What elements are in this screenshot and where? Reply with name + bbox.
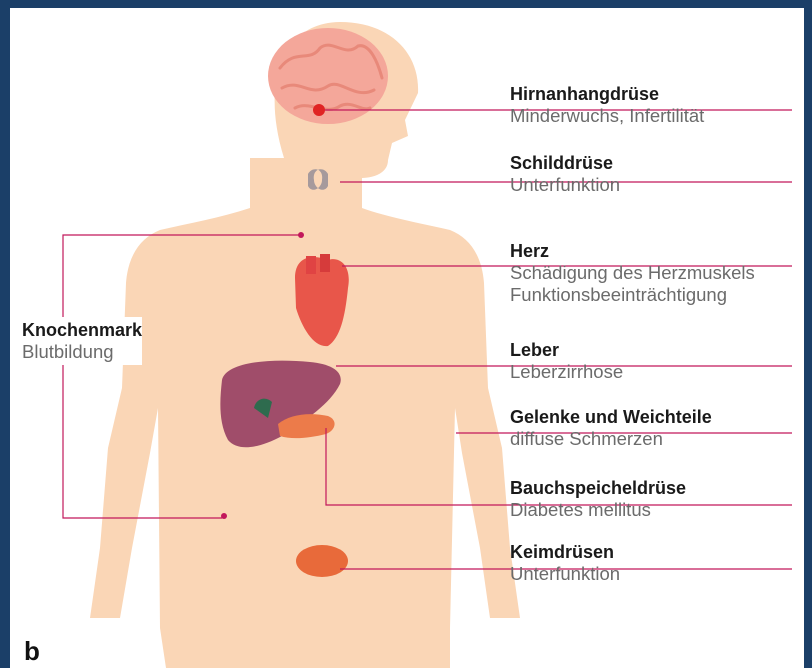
label-heart: Herz Schädigung des Herzmuskels Funktion… [510, 240, 755, 306]
label-pituitary-name: Hirnanhangdrüse [510, 83, 704, 105]
label-heart-name: Herz [510, 240, 755, 262]
label-gonads: Keimdrüsen Unterfunktion [510, 541, 620, 585]
label-thyroid: Schilddrüse Unterfunktion [510, 152, 620, 196]
label-pancreas-desc: Diabetes mellitus [510, 499, 686, 521]
label-joints: Gelenke und Weichteile diffuse Schmerzen [510, 406, 712, 450]
label-pituitary-desc: Minderwuchs, Infertilität [510, 105, 704, 127]
label-pancreas: Bauchspeicheldrüse Diabetes mellitus [510, 477, 686, 521]
label-bone-marrow-name: Knochenmark [22, 319, 142, 341]
label-gonads-desc: Unterfunktion [510, 563, 620, 585]
label-pancreas-name: Bauchspeicheldrüse [510, 477, 686, 499]
label-bone-marrow: Knochenmark Blutbildung [22, 317, 142, 365]
gonads-organ [296, 545, 348, 577]
label-liver-name: Leber [510, 339, 623, 361]
label-thyroid-name: Schilddrüse [510, 152, 620, 174]
panel-letter: b [24, 638, 40, 664]
label-pituitary: Hirnanhangdrüse Minderwuchs, Infertilitä… [510, 83, 704, 127]
label-bone-marrow-desc: Blutbildung [22, 341, 142, 363]
label-joints-desc: diffuse Schmerzen [510, 428, 712, 450]
label-heart-desc-2: Funktionsbeeinträchtigung [510, 284, 755, 306]
label-thyroid-desc: Unterfunktion [510, 174, 620, 196]
label-heart-desc-1: Schädigung des Herzmuskels [510, 262, 755, 284]
figure-panel: Hirnanhangdrüse Minderwuchs, Infertilitä… [10, 8, 804, 668]
pituitary-organ [313, 104, 325, 116]
label-liver: Leber Leberzirrhose [510, 339, 623, 383]
label-joints-name: Gelenke und Weichteile [510, 406, 712, 428]
label-liver-desc: Leberzirrhose [510, 361, 623, 383]
label-gonads-name: Keimdrüsen [510, 541, 620, 563]
